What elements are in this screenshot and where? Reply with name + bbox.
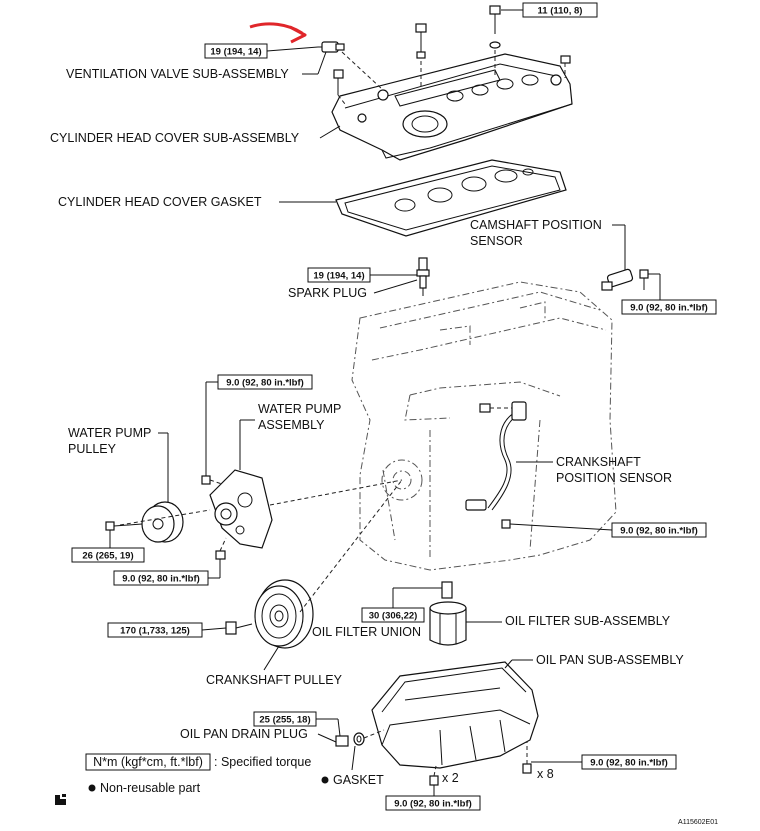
- label-oil-filter: OIL FILTER SUB-ASSEMBLY: [505, 614, 671, 628]
- label-water-pump-assembly-line1: WATER PUMP: [258, 402, 341, 416]
- torque-box-oil-pan-nut: 9.0 (92, 80 in.*lbf): [385, 785, 481, 811]
- cylinder-head-cover-drawing: [331, 53, 573, 161]
- head-cover-bolt-front: [333, 69, 346, 105]
- camshaft-sensor-drawing: [601, 268, 649, 291]
- torque-box-ventilation-valve: 19 (194, 14): [204, 43, 319, 59]
- torque-box-drain-plug: 25 (255, 18): [253, 711, 341, 737]
- label-ventilation-valve: VENTILATION VALVE SUB-ASSEMBLY: [66, 67, 289, 81]
- water-pump-pulley-drawing: [141, 501, 184, 543]
- engine-block-drawing: [351, 281, 617, 571]
- label-gasket: GASKET: [333, 773, 384, 787]
- svg-text:170 (1,733, 125): 170 (1,733, 125): [120, 626, 190, 637]
- label-crankshaft-pulley: CRANKSHAFT PULLEY: [206, 673, 343, 687]
- water-pump-nut: [215, 537, 227, 560]
- torque-box-oil-filter-union: 30 (306,22): [361, 587, 442, 623]
- svg-text:30 (306,22): 30 (306,22): [369, 611, 418, 622]
- torque-box-oil-pan-bolt: 9.0 (92, 80 in.*lbf): [531, 754, 677, 770]
- non-reusable-dot-gasket: [321, 776, 329, 784]
- head-cover-bolt-right: [489, 5, 501, 78]
- svg-text:9.0 (92, 80 in.*lbf): 9.0 (92, 80 in.*lbf): [630, 303, 708, 314]
- label-spark-plug: SPARK PLUG: [288, 286, 367, 300]
- water-pump-pulley-bolt: [105, 521, 143, 531]
- svg-text:9.0 (92, 80 in.*lbf): 9.0 (92, 80 in.*lbf): [620, 526, 698, 537]
- oil-pan-drawing: [371, 661, 539, 769]
- label-oil-filter-union: OIL FILTER UNION: [312, 625, 421, 639]
- crankshaft-pulley-drawing: [254, 579, 314, 649]
- label-oil-pan: OIL PAN SUB-ASSEMBLY: [536, 653, 684, 667]
- oil-pan-drain-plug-drawing: [335, 735, 349, 747]
- label-water-pump-pulley-line2: PULLEY: [68, 442, 117, 456]
- oil-filter-union-drawing: [441, 581, 453, 599]
- legend-icon: [55, 794, 66, 805]
- spark-plug-drawing: [416, 257, 430, 296]
- torque-box-water-pump-bolt: 9.0 (92, 80 in.*lbf): [205, 374, 313, 476]
- torque-box-spark-plug: 19 (194, 14): [307, 267, 417, 283]
- oil-filter-drawing: [429, 601, 467, 646]
- label-camshaft-sensor-line1: CAMSHAFT POSITION: [470, 218, 602, 232]
- svg-text:9.0 (92, 80 in.*lbf): 9.0 (92, 80 in.*lbf): [226, 378, 304, 389]
- label-crankshaft-sensor-line1: CRANKSHAFT: [556, 455, 641, 469]
- legend-non-reusable: Non-reusable part: [88, 781, 201, 795]
- legend-torque: N*m (kgf*cm, ft.*lbf) : Specified torque: [85, 753, 311, 771]
- crankshaft-sensor-drawing: [465, 401, 527, 529]
- label-oil-pan-drain-plug: OIL PAN DRAIN PLUG: [180, 727, 308, 741]
- torque-box-water-pump-nut: 9.0 (92, 80 in.*lbf): [113, 559, 221, 586]
- water-pump-bolt-top: [201, 475, 223, 485]
- torque-box-water-pump-pulley-bolt: 26 (265, 19): [71, 530, 145, 563]
- svg-text:Non-reusable part: Non-reusable part: [100, 781, 201, 795]
- head-cover-stud-right: [560, 55, 571, 78]
- label-qty-x2: x 2: [442, 771, 459, 785]
- cylinder-head-cover-gasket-drawing: [335, 159, 567, 237]
- figure-id: A115602E01: [678, 819, 718, 826]
- ventilation-valve-drawing: [318, 41, 384, 91]
- svg-text:25 (255, 18): 25 (255, 18): [259, 715, 310, 726]
- torque-box-crankshaft-pulley-bolt: 170 (1,733, 125): [107, 622, 227, 638]
- label-water-pump-assembly-line2: ASSEMBLY: [258, 418, 325, 432]
- svg-text:19 (194, 14): 19 (194, 14): [313, 271, 364, 282]
- torque-box-head-cover-bolt: 11 (110, 8): [501, 2, 598, 18]
- torque-box-camshaft-sensor: 9.0 (92, 80 in.*lbf): [621, 273, 717, 315]
- svg-text:11 (110, 8): 11 (110, 8): [538, 6, 583, 17]
- svg-text:9.0 (92, 80 in.*lbf): 9.0 (92, 80 in.*lbf): [590, 758, 668, 769]
- oil-pan-bolt: [522, 742, 532, 774]
- label-qty-x8: x 8: [537, 767, 554, 781]
- torque-box-crankshaft-sensor: 9.0 (92, 80 in.*lbf): [509, 522, 707, 538]
- water-pump-assembly-drawing: [209, 469, 273, 549]
- svg-text:9.0 (92, 80 in.*lbf): 9.0 (92, 80 in.*lbf): [394, 799, 472, 810]
- svg-text:: Specified torque: : Specified torque: [214, 755, 311, 769]
- svg-text:19 (194, 14): 19 (194, 14): [210, 47, 261, 58]
- svg-text:26 (265, 19): 26 (265, 19): [82, 551, 133, 562]
- crankshaft-pulley-bolt: [225, 621, 253, 635]
- red-annotation-arrow: [249, 22, 307, 44]
- drain-plug-gasket-drawing: [353, 732, 365, 746]
- label-camshaft-sensor-line2: SENSOR: [470, 234, 523, 248]
- label-cylinder-head-cover-gasket: CYLINDER HEAD COVER GASKET: [58, 195, 262, 209]
- label-crankshaft-sensor-line2: POSITION SENSOR: [556, 471, 672, 485]
- oil-pan-nut-bottom: [429, 765, 439, 786]
- label-water-pump-pulley-line1: WATER PUMP: [68, 426, 151, 440]
- svg-text:N*m (kgf*cm, ft.*lbf): N*m (kgf*cm, ft.*lbf): [93, 755, 203, 769]
- head-cover-bolt-left: [415, 23, 427, 86]
- label-cylinder-head-cover: CYLINDER HEAD COVER SUB-ASSEMBLY: [50, 131, 300, 145]
- svg-text:9.0 (92, 80 in.*lbf): 9.0 (92, 80 in.*lbf): [122, 574, 200, 585]
